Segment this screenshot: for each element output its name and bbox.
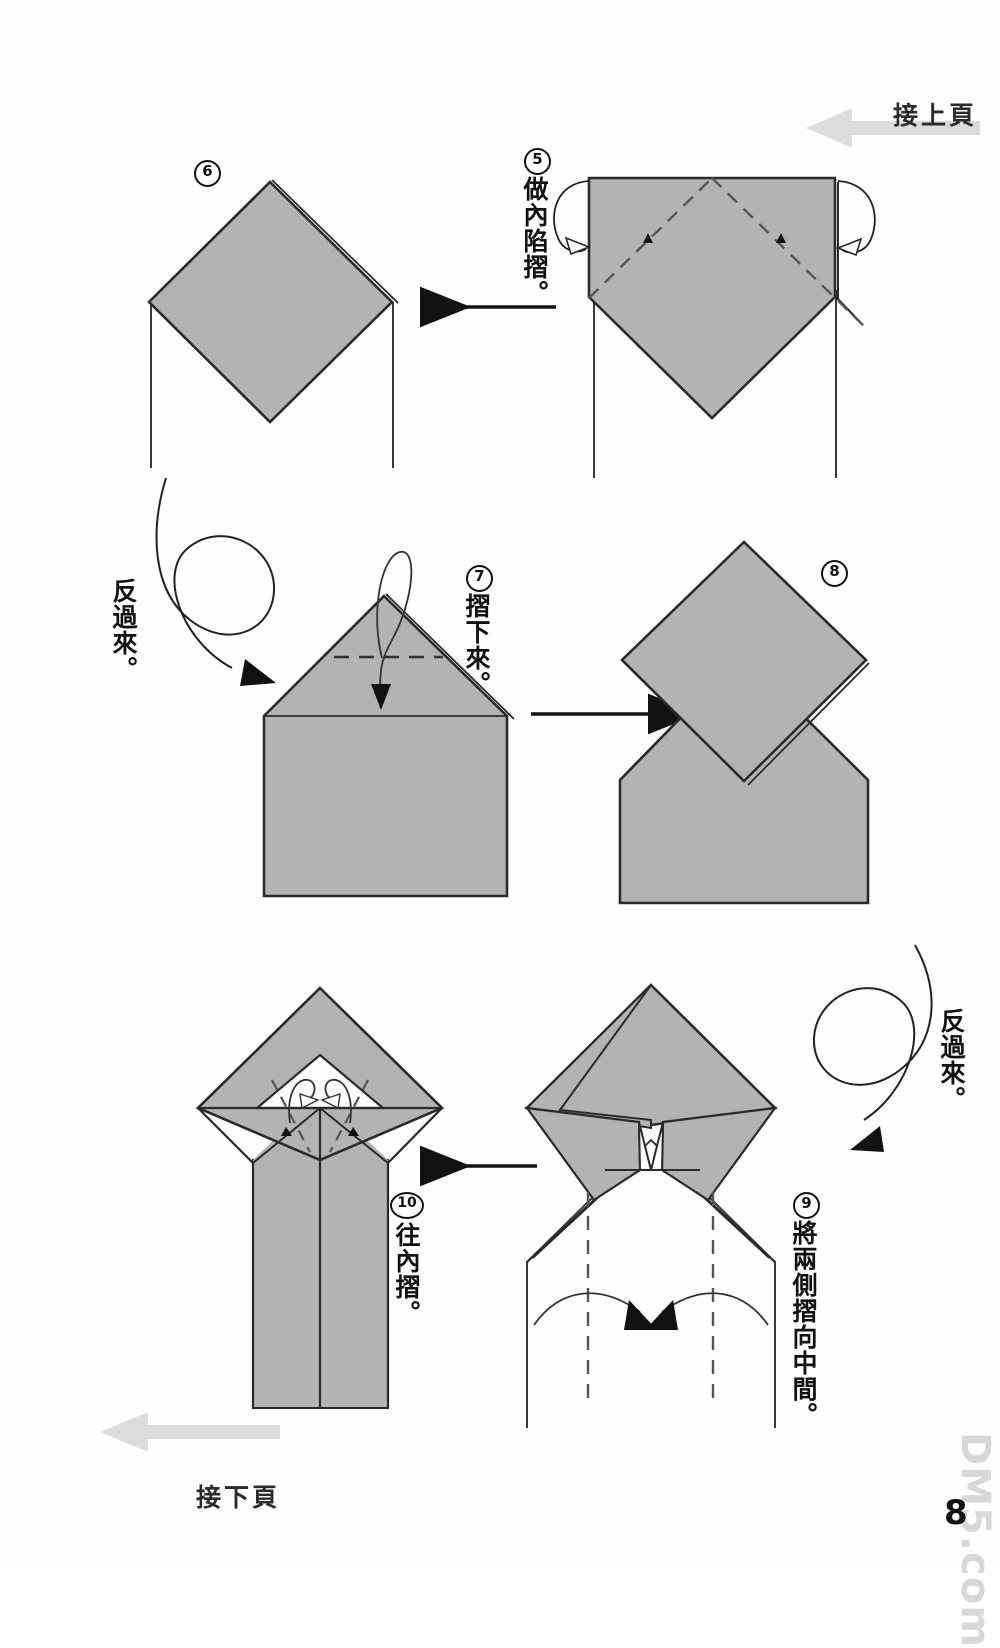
step-7-instruction: 摺下來。 bbox=[462, 593, 491, 697]
turn-over-left-label: 反過來。 bbox=[109, 578, 138, 682]
step-9-diagram bbox=[524, 983, 778, 1428]
step-9-instruction: 將兩側摺向中間。 bbox=[789, 1220, 818, 1428]
step-5-diagram bbox=[553, 176, 876, 478]
turn-over-right-label: 反過來。 bbox=[937, 1008, 966, 1112]
step-10-instruction: 往內摺。 bbox=[392, 1222, 421, 1326]
step-5-number: 5 bbox=[524, 148, 551, 175]
step-6-diagram bbox=[147, 179, 399, 468]
turn-over-left-graphic bbox=[155, 477, 276, 686]
site-watermark: DM5.com bbox=[952, 1432, 998, 1648]
step-8-number: 8 bbox=[821, 560, 848, 587]
step-7-number: 7 bbox=[466, 565, 493, 592]
step-9-number: 9 bbox=[793, 1192, 820, 1219]
step-6-number: 6 bbox=[194, 160, 221, 187]
origami-instruction-page: 接上頁 5 做內陷摺。 6 反過來。 7 摺下來。 8 反過來。 9 將兩側摺向… bbox=[100, 101, 998, 1648]
step-5-instruction: 做內陷摺。 bbox=[520, 176, 549, 306]
continue-next-arrow-graphic bbox=[100, 1412, 280, 1452]
step-8-diagram bbox=[618, 540, 870, 905]
continue-next-label: 接下頁 bbox=[196, 1483, 281, 1512]
diagram-layer bbox=[100, 108, 980, 1452]
page-number: 8 bbox=[944, 1493, 968, 1533]
step-10-number: 10 bbox=[390, 1192, 424, 1219]
turn-over-right-graphic bbox=[812, 944, 933, 1152]
continue-prev-label: 接上頁 bbox=[893, 101, 978, 130]
